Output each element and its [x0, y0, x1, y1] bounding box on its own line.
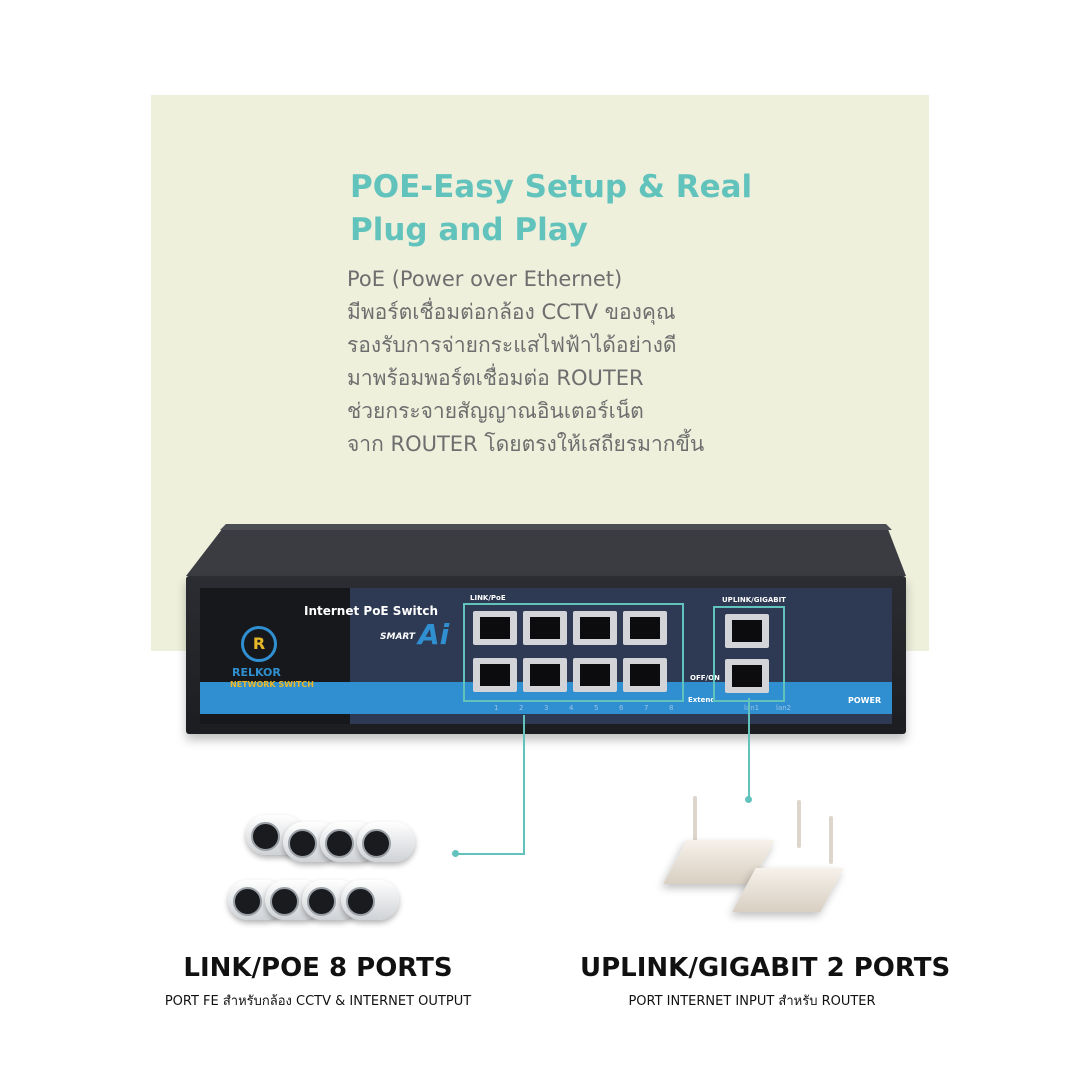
connector-poe-vertical	[523, 715, 525, 855]
off-on-label: OFF/ON	[690, 674, 720, 682]
poe-port-2	[523, 611, 567, 645]
poe-port-3	[573, 611, 617, 645]
uplink-led-1: lan1	[744, 704, 760, 712]
caption-left-subtitle: PORT FE สำหรับกล้อง CCTV & INTERNET OUTP…	[164, 994, 472, 1009]
uplink-port-2	[725, 659, 769, 693]
port-number-7: 7	[644, 704, 649, 712]
camera-icon	[341, 880, 399, 920]
port-number-1: 1	[494, 704, 499, 712]
poe-port-group	[463, 603, 684, 702]
port-number-6: 6	[619, 704, 624, 712]
caption-left-title: LINK/POE 8 PORTS	[183, 953, 453, 983]
description-line-4: มาพร้อมพอร์ตเชื่อมต่อ ROUTER	[347, 366, 644, 390]
extend-label: Extend	[688, 696, 716, 704]
connector-uplink-vertical	[748, 698, 750, 798]
port-number-4: 4	[569, 704, 574, 712]
uplink-port-1	[725, 614, 769, 648]
antenna-icon	[693, 796, 697, 844]
port-number-2: 2	[519, 704, 524, 712]
poe-port-7	[573, 658, 617, 692]
description-line-3: รองรับการจ่ายกระแสไฟฟ้าได้อย่างดี	[347, 333, 677, 357]
switch-ai-logo: Ai	[418, 618, 450, 651]
uplink-led-2: lan2	[776, 704, 792, 712]
switch-top-cover	[186, 524, 906, 576]
poe-port-5	[473, 658, 517, 692]
description-line-5: ช่วยกระจายสัญญาณอินเตอร์เน็ต	[347, 399, 644, 423]
switch-title: Internet PoE Switch	[304, 604, 439, 618]
antenna-icon	[797, 800, 801, 848]
caption-right-subtitle: PORT INTERNET INPUT สำหรับ ROUTER	[628, 994, 876, 1009]
headline: POE-Easy Setup & Real Plug and Play	[350, 166, 752, 252]
description-line-2: มีพอร์ตเชื่อมต่อกล้อง CCTV ของคุณ	[347, 300, 676, 324]
port-number-3: 3	[544, 704, 549, 712]
headline-line-2: Plug and Play	[350, 212, 588, 248]
uplink-port-group	[713, 606, 785, 702]
port-number-5: 5	[594, 704, 599, 712]
connector-uplink-dot	[745, 796, 752, 803]
description-line-1: PoE (Power over Ethernet)	[347, 267, 623, 291]
brand-logo: R	[241, 626, 277, 662]
uplink-label: UPLINK/GIGABIT	[722, 596, 786, 604]
brand-sub: NETWORK SWITCH	[230, 680, 314, 689]
connector-poe-dot	[452, 850, 459, 857]
link-poe-label: LINK/PoE	[470, 594, 506, 602]
port-number-8: 8	[669, 704, 674, 712]
poe-port-4	[623, 611, 667, 645]
poe-port-8	[623, 658, 667, 692]
poe-port-1	[473, 611, 517, 645]
description-line-6: จาก ROUTER โดยตรงให้เสถียรมากขึ้น	[347, 432, 705, 456]
poe-port-6	[523, 658, 567, 692]
camera-icon	[357, 822, 415, 862]
caption-right-title: UPLINK/GIGABIT 2 PORTS	[580, 953, 951, 983]
brand-name: RELKOR	[232, 666, 281, 679]
antenna-icon	[829, 816, 833, 864]
switch-smart-label: SMART	[380, 632, 416, 642]
connector-poe-horizontal	[458, 853, 525, 855]
headline-line-1: POE-Easy Setup & Real	[350, 169, 753, 205]
switch-front	[186, 576, 906, 734]
power-label: POWER	[848, 696, 882, 705]
description: PoE (Power over Ethernet) มีพอร์ตเชื่อมต…	[347, 263, 704, 461]
